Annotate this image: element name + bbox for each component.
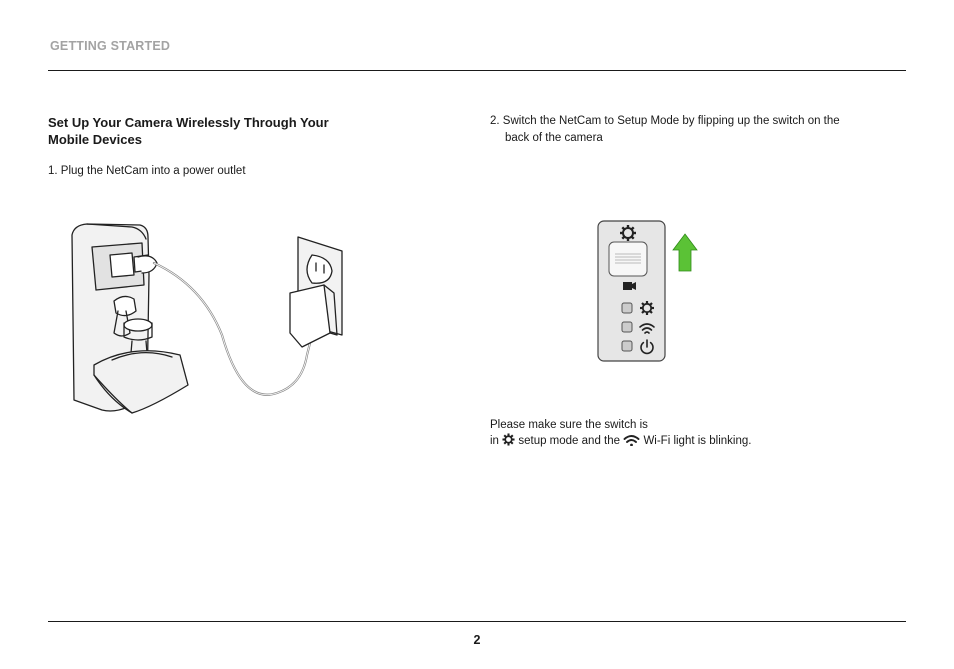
video-camera-icon [623, 282, 636, 290]
wifi-icon [623, 435, 640, 446]
step-1-text: 1. Plug the NetCam into a power outlet [48, 165, 246, 177]
power-icon [640, 339, 654, 355]
bottom-rule [48, 621, 906, 622]
page-heading: Set Up Your Camera Wirelessly Through Yo… [48, 115, 329, 147]
page-number: 2 [473, 633, 481, 647]
gear-icon [640, 301, 654, 315]
top-rule [48, 70, 906, 71]
gear-icon [620, 225, 636, 241]
note-setup-mode: setup mode and the [518, 435, 621, 447]
up-arrow-icon [672, 233, 698, 272]
step-2-line-2: back of the camera [505, 132, 603, 144]
wifi-icon [639, 323, 655, 334]
note-line-1: Please make sure the switch is [490, 419, 648, 431]
setup-note: Please make sure the switch is in setup … [490, 417, 751, 449]
note-wifi-blinking: Wi-Fi light is blinking. [643, 435, 752, 447]
step-2-line-1: 2. Switch the NetCam to Setup Mode by fl… [490, 115, 840, 127]
camera-power-illustration [71, 223, 343, 414]
section-label: GETTING STARTED [50, 39, 171, 53]
step-2-text: 2. Switch the NetCam to Setup Mode by fl… [490, 113, 890, 147]
note-in: in [490, 435, 499, 447]
setup-switch-illustration [597, 220, 698, 362]
gear-icon [502, 433, 515, 446]
note-line-2: in setup mode and the Wi-Fi light is bli… [490, 433, 751, 449]
